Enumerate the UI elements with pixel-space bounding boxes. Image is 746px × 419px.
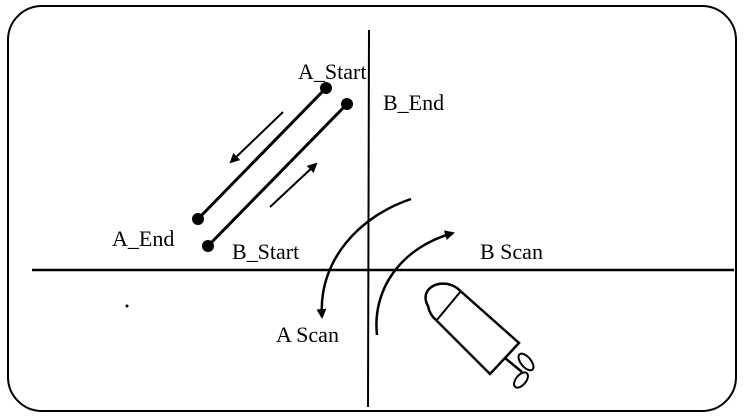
label-a-start: A_Start [298, 59, 366, 84]
arrow-b-direction [269, 162, 318, 208]
a-end-point [192, 213, 204, 225]
a-scan-arrow [316, 197, 412, 319]
b-scan-arrow [375, 230, 455, 336]
label-b-start: B_Start [232, 239, 299, 264]
arrow-a-direction [229, 111, 284, 164]
stray-dot [125, 304, 129, 308]
vehicle-icon [424, 282, 535, 389]
a-start-point [320, 82, 332, 94]
diagram-frame [7, 5, 737, 412]
b-end-point [341, 98, 353, 110]
label-b-scan: B Scan [480, 239, 543, 264]
vertical-axis [367, 29, 370, 408]
label-b-end: B_End [383, 90, 444, 115]
line-b [206, 102, 349, 248]
line-a [196, 86, 328, 221]
label-a-scan: A Scan [276, 322, 339, 347]
b-start-point [202, 240, 214, 252]
label-a-end: A_End [112, 226, 174, 251]
